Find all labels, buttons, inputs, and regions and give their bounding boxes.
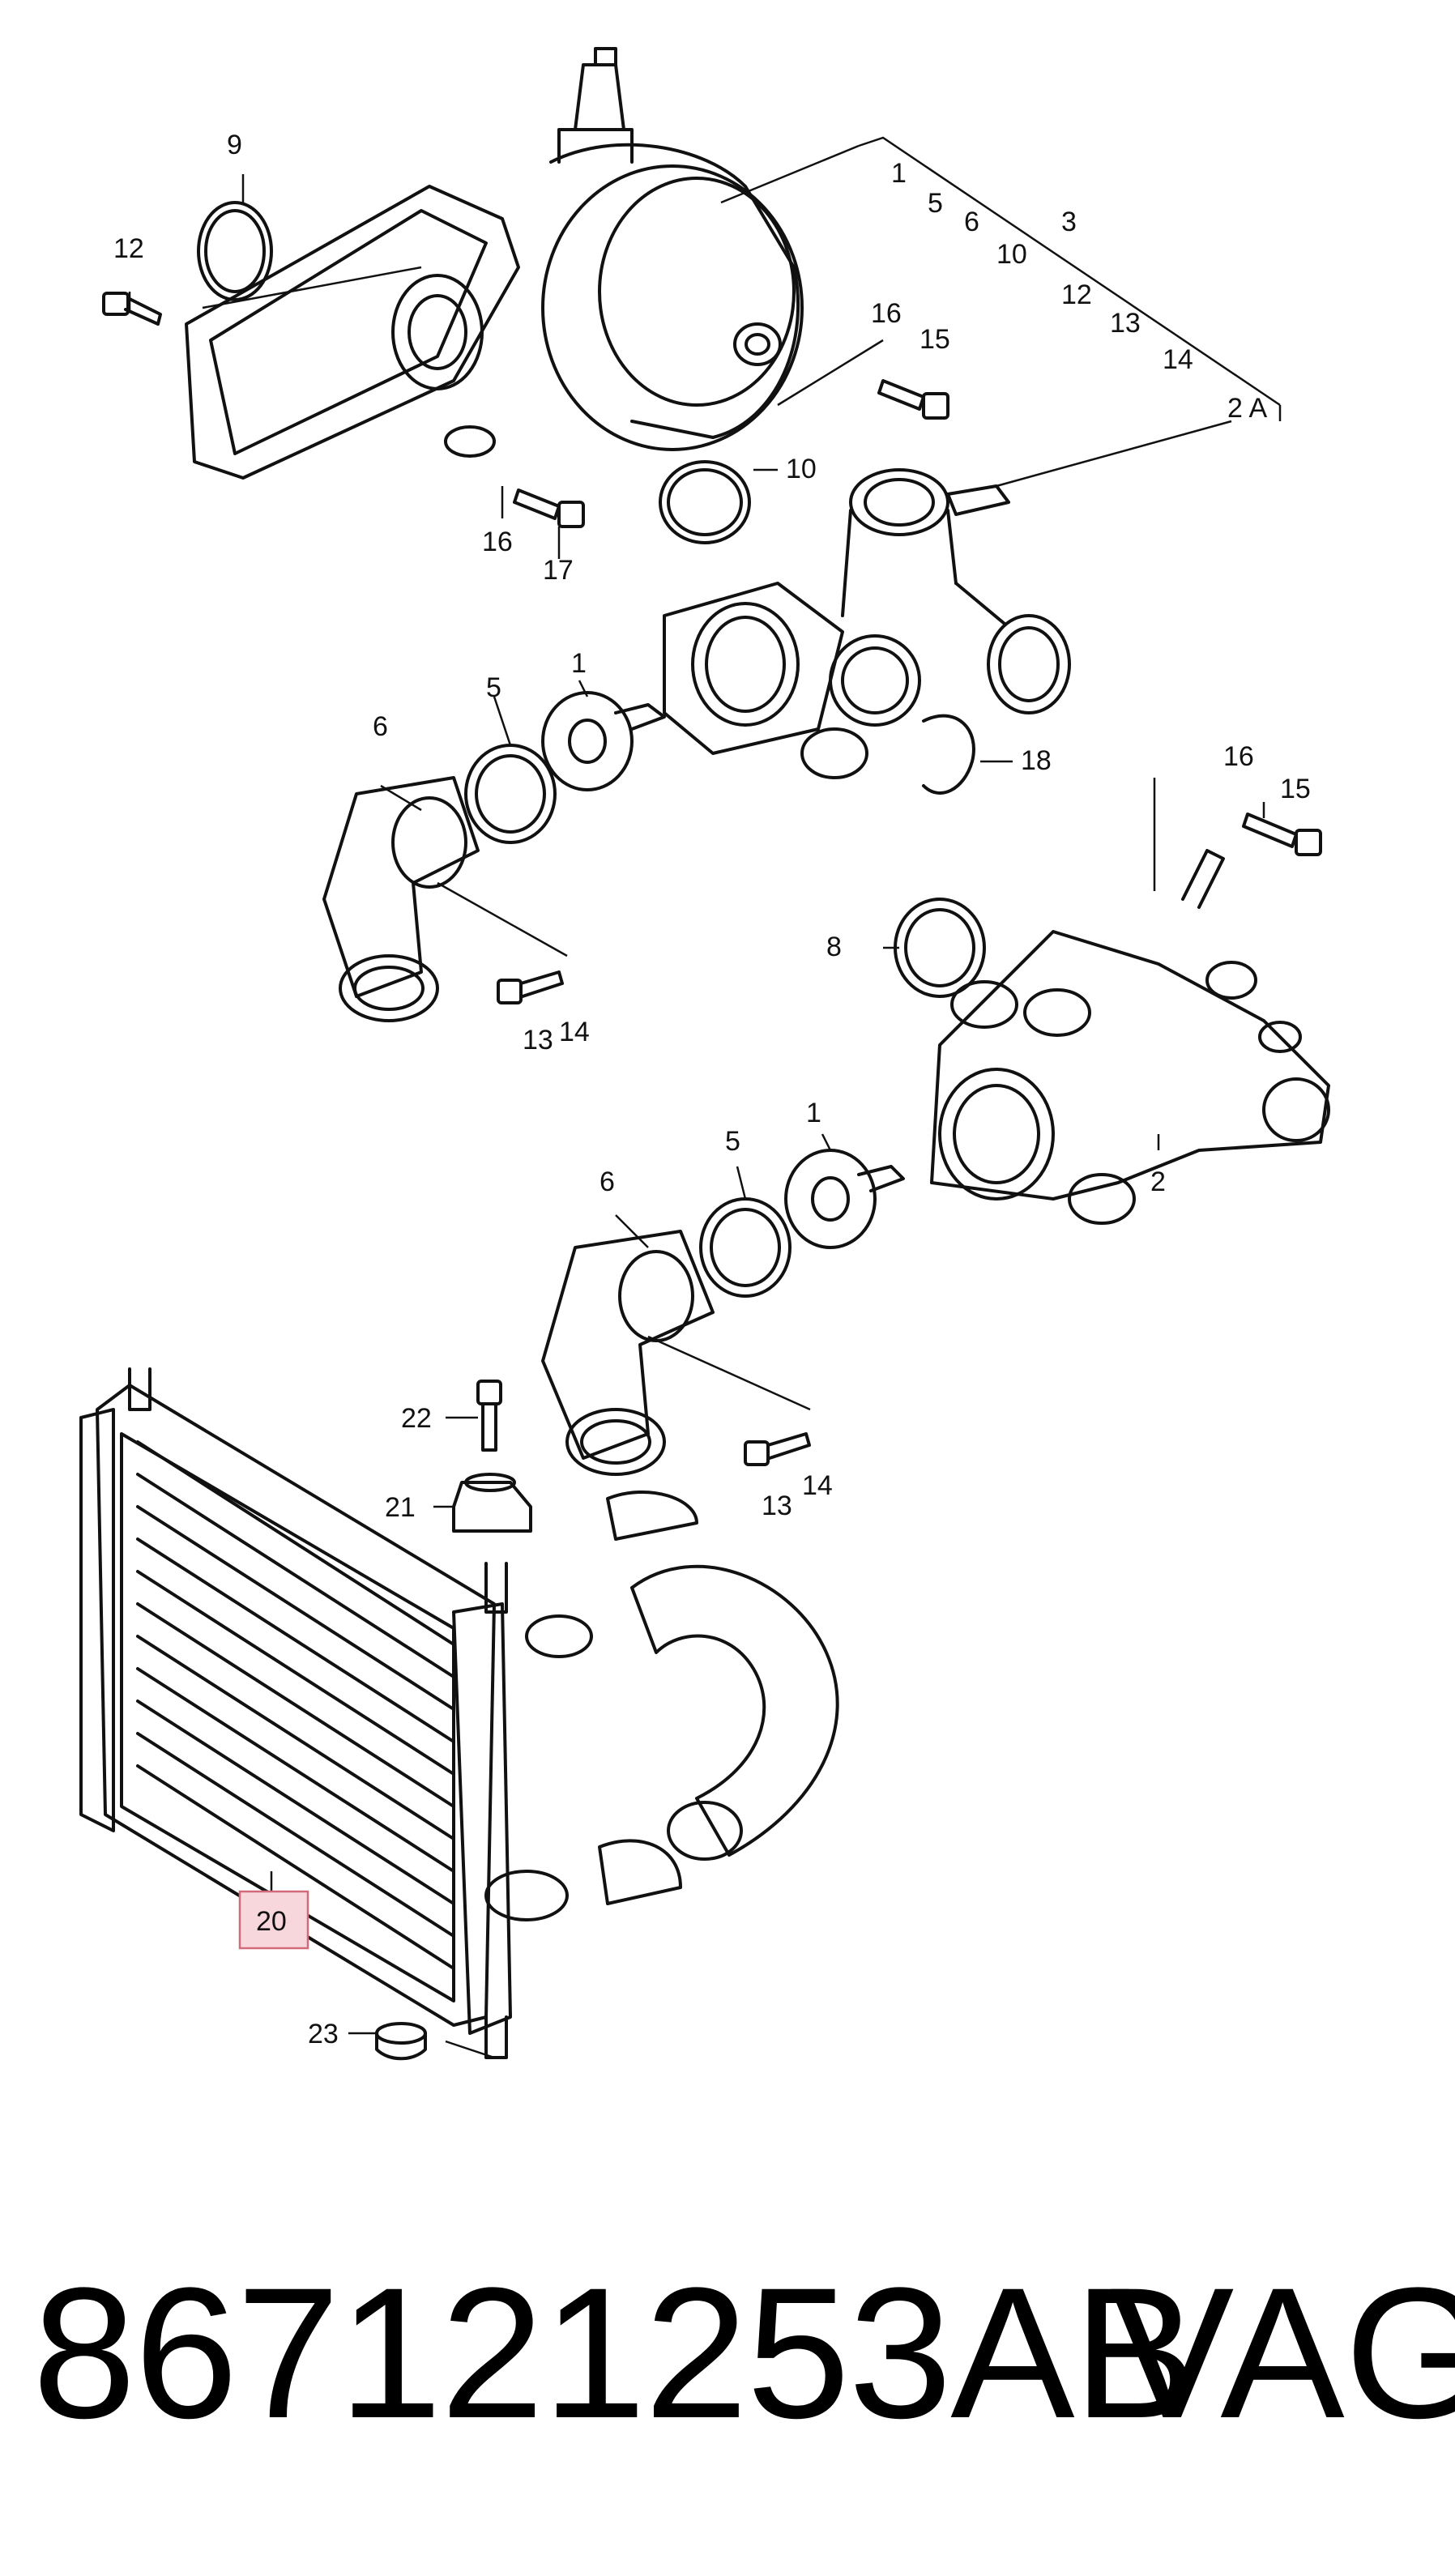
callout-23: 23: [308, 2019, 339, 2049]
brand-label: VAG: [1110, 2249, 1455, 2457]
callout-8: 8: [826, 932, 842, 962]
rubber-mount-21: [452, 1473, 532, 1533]
elbow-6-low: [541, 1230, 715, 1476]
diagram-svg: 1 5 6 10 3 12 13 14 2 A 9 12 16 15 10 16…: [79, 47, 1330, 2061]
thermostat-1-low: [784, 1149, 905, 1249]
callout-12-left: 12: [113, 233, 144, 264]
callout-1-mid: 1: [571, 648, 587, 679]
callout-15-a: 15: [920, 324, 950, 355]
bolt-15-top: [877, 379, 949, 420]
bolt-17: [513, 488, 585, 528]
radiator-20: [79, 1367, 593, 2059]
callout-14-right: 14: [1163, 344, 1193, 375]
callout-16-a: 16: [871, 298, 902, 329]
thermostat-1-mid: [541, 691, 666, 791]
gasket-5-mid: [464, 744, 557, 844]
bolt-15-right: [1242, 812, 1322, 856]
callout-20: 20: [256, 1906, 287, 1937]
callout-13-low: 13: [762, 1491, 792, 1521]
callout-6-low: 6: [599, 1166, 615, 1197]
callout-21: 21: [385, 1492, 416, 1523]
highlight-box-20: [238, 1890, 309, 1950]
callout-5-mid: 5: [486, 672, 501, 703]
callout-18: 18: [1021, 745, 1052, 776]
callout-2a: 2 A: [1227, 393, 1267, 424]
callout-3: 3: [1061, 207, 1077, 237]
callout-9: 9: [227, 130, 242, 160]
elbow-6-mid: [322, 776, 480, 1022]
callout-13-right: 13: [1110, 308, 1141, 339]
water-pump: [185, 47, 804, 480]
gasket-8: [894, 898, 986, 998]
bolt-13-mid: [497, 970, 564, 1004]
hose-clamp-lower: [598, 1839, 682, 1905]
radiator-hose: [630, 1564, 839, 1857]
o-ring-10: [659, 460, 751, 544]
callout-16-b: 16: [482, 527, 513, 557]
callout-12-right: 12: [1061, 279, 1092, 310]
callout-labels: 1 5 6 10 3 12 13 14 2 A 9 12 16 15 10 16…: [113, 130, 1311, 2049]
callout-15-c: 15: [1280, 774, 1311, 804]
callout-14-low: 14: [802, 1470, 833, 1501]
clip-18: [922, 714, 975, 795]
callout-17: 17: [543, 555, 574, 586]
callout-5-low: 5: [725, 1126, 740, 1157]
callout-16-c: 16: [1223, 741, 1254, 772]
callout-6-mid: 6: [373, 711, 388, 742]
bolt-22: [476, 1380, 502, 1452]
coolant-flange-upper: [663, 468, 1071, 779]
coolant-housing-2: [930, 849, 1330, 1225]
bolt-12-top: [102, 292, 162, 326]
leader-lines: [128, 136, 1282, 2059]
callout-14-mid: 14: [559, 1017, 590, 1047]
callout-10-top: 10: [996, 239, 1027, 270]
gasket-9: [197, 201, 273, 301]
part-number: 867121253AB: [32, 2249, 1197, 2457]
callout-22: 22: [401, 1403, 432, 1434]
callout-5-top: 5: [928, 188, 943, 219]
bolt-13-low: [744, 1432, 811, 1466]
callout-13-mid: 13: [523, 1025, 553, 1056]
callout-6-top: 6: [964, 207, 979, 237]
callout-1-top: 1: [891, 158, 907, 189]
rubber-mount-23: [375, 2022, 427, 2061]
callout-10-ring: 10: [786, 454, 817, 484]
callout-1-low: 1: [806, 1098, 821, 1128]
exploded-parts-diagram: 1 5 6 10 3 12 13 14 2 A 9 12 16 15 10 16…: [79, 47, 1330, 2061]
callout-2: 2: [1150, 1166, 1166, 1197]
hose-clamp-upper: [606, 1491, 698, 1541]
gasket-5-low: [699, 1197, 792, 1298]
